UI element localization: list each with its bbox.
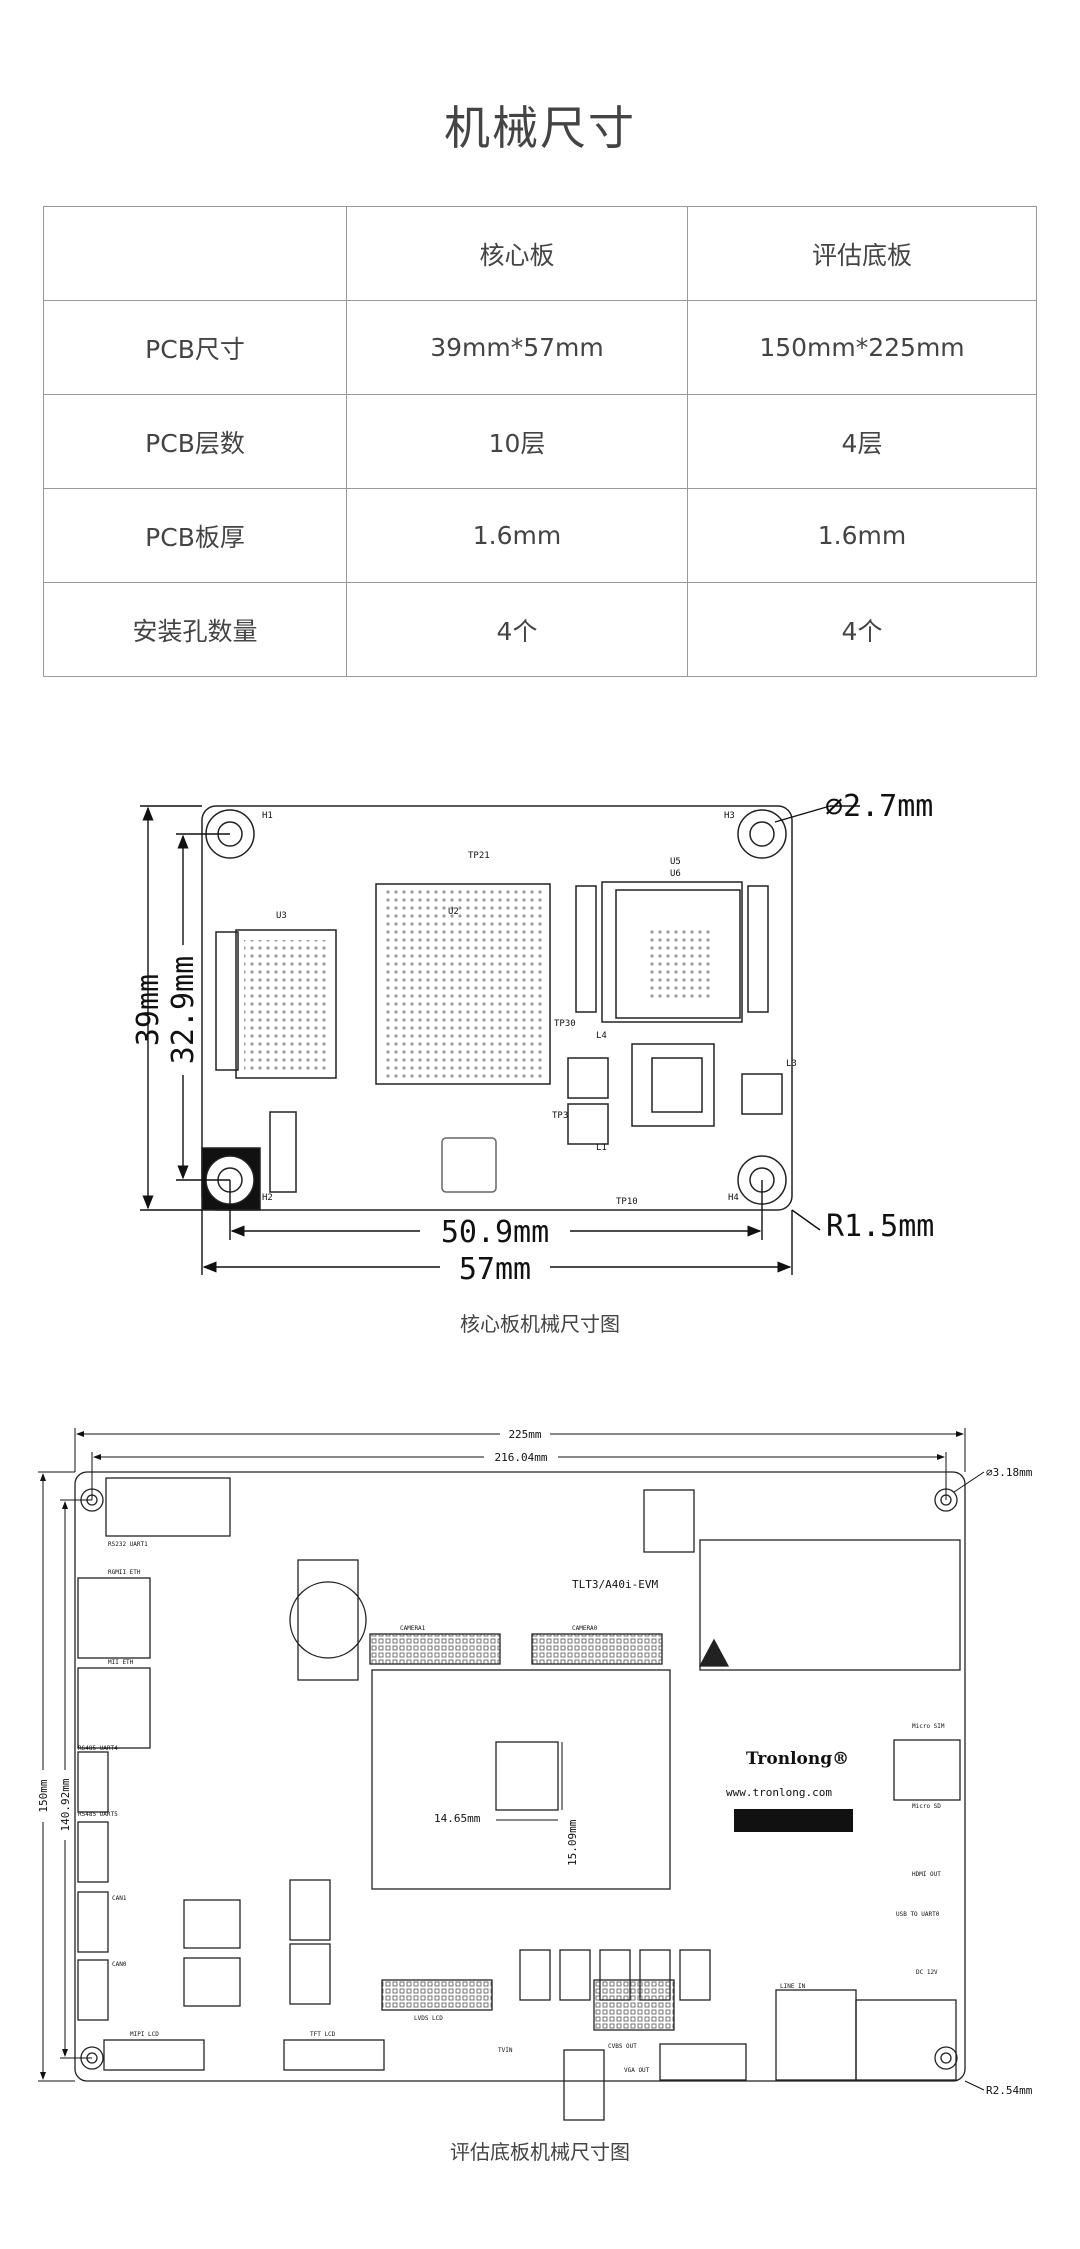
spec-table: 核心板 评估底板 PCB尺寸 39mm*57mm 150mm*225mm PCB… — [43, 206, 1037, 677]
conn-lvds: LVDS LCD — [414, 2015, 443, 2022]
bga-pattern — [244, 890, 710, 1078]
core-width-label: 57mm — [459, 1252, 531, 1287]
core-board-drawing: 39mm 32.9mm 50.9mm 57mm ⌀2.7mm R1.5mm H1… — [131, 789, 934, 1287]
ref-u2: U2 — [448, 907, 459, 917]
conn-rs485-4: RS485 UART4 — [78, 1745, 118, 1752]
conn-rs232: RS232 UART1 — [108, 1541, 148, 1548]
table-row: PCB层数 10层 4层 — [43, 394, 1037, 489]
conn-microsd: Micro SD — [912, 1803, 941, 1810]
carrier-value: 150mm*225mm — [687, 300, 1037, 395]
core-height-label: 39mm — [131, 974, 166, 1046]
ref-tp21: TP21 — [468, 851, 490, 861]
carrier-value: 4个 — [687, 582, 1037, 677]
carrier-value: 1.6mm — [687, 488, 1037, 583]
conn-usb-uart: USB TO UART0 — [896, 1911, 940, 1918]
core-hole-span-v-label: 32.9mm — [166, 956, 201, 1064]
row-label: 安装孔数量 — [43, 582, 347, 677]
ref-l3: L3 — [786, 1059, 797, 1069]
core-value: 10层 — [346, 394, 688, 489]
ref-tp10: TP10 — [616, 1197, 638, 1207]
carrier-corner-radius-label: R2.54mm — [986, 2084, 1033, 2097]
conn-camera0: CAMERA0 — [572, 1625, 598, 1632]
conn-mipi: MIPI LCD — [130, 2031, 159, 2038]
conn-can1: CAN1 — [112, 1895, 127, 1902]
core-drawing-caption: 核心板机械尺寸图 — [460, 1312, 620, 1336]
u5-emmc — [601, 881, 743, 1023]
chip-height-label: 15.09mm — [566, 1819, 579, 1866]
carrier-board-outline — [74, 1471, 966, 2082]
carrier-width-label: 225mm — [508, 1428, 541, 1441]
ref-u3: U3 — [276, 911, 287, 921]
ref-l1: L1 — [596, 1143, 607, 1153]
board-name: TLT3/A40i-EVM — [572, 1578, 658, 1591]
table-header-row: 核心板 评估底板 — [43, 206, 1037, 301]
core-corner-radius-label: R1.5mm — [826, 1209, 934, 1244]
carrier-drawing-caption: 评估底板机械尺寸图 — [450, 2140, 630, 2164]
header-cell-carrier: 评估底板 — [687, 206, 1037, 301]
soc-chip — [371, 1669, 671, 1890]
u2-soc — [375, 883, 551, 1085]
ref-h3: H3 — [724, 811, 735, 821]
row-label: PCB板厚 — [43, 488, 347, 583]
ref-h2: H2 — [262, 1193, 273, 1203]
conn-cvbs: CVBS OUT — [608, 2043, 637, 2050]
brand-logo: Tronlong® — [746, 1749, 849, 1769]
conn-can0: CAN0 — [112, 1961, 127, 1968]
conn-mii: MII ETH — [108, 1659, 134, 1666]
ref-tp30: TP30 — [554, 1019, 576, 1029]
battery-holder — [289, 1581, 367, 1659]
u3-chip — [235, 929, 337, 1079]
ref-u6: U6 — [670, 869, 681, 879]
ref-h4: H4 — [728, 1193, 739, 1203]
ref-tp3: TP3 — [552, 1111, 568, 1121]
core-value: 4个 — [346, 582, 688, 677]
black-label — [734, 1809, 853, 1832]
header-cell-core: 核心板 — [346, 206, 688, 301]
core-hole-diameter-label: ⌀2.7mm — [825, 789, 933, 824]
website: www.tronlong.com — [726, 1786, 832, 1799]
table-row: PCB板厚 1.6mm 1.6mm — [43, 488, 1037, 583]
carrier-hole-diameter-label: ⌀3.18mm — [986, 1466, 1033, 1479]
chip-width-label: 14.65mm — [434, 1812, 481, 1825]
core-board-outline — [201, 805, 793, 1211]
page-title: 机械尺寸 — [444, 101, 636, 155]
conn-vga: VGA OUT — [624, 2067, 650, 2074]
core-value: 1.6mm — [346, 488, 688, 583]
carrier-mounting-holes — [80, 1488, 958, 2070]
ref-l4: L4 — [596, 1031, 607, 1041]
conn-dc: DC 12V — [916, 1969, 938, 1976]
carrier-hole-span-v-label: 140.92mm — [59, 1778, 72, 1831]
core-hole-span-h-label: 50.9mm — [441, 1215, 549, 1250]
conn-microsim: Micro SIM — [912, 1723, 945, 1730]
conn-tft: TFT LCD — [310, 2031, 336, 2038]
table-row: 安装孔数量 4个 4个 — [43, 582, 1037, 677]
conn-rgmii: RGMII ETH — [108, 1569, 141, 1576]
conn-tvin: TVIN — [498, 2047, 513, 2054]
carrier-height-label: 150mm — [37, 1779, 50, 1812]
header-cell-empty — [43, 206, 347, 301]
carrier-hole-span-h-label: 216.04mm — [495, 1451, 548, 1464]
u1-chip — [631, 1043, 715, 1127]
ref-h1: H1 — [262, 811, 273, 821]
carrier-board-drawing: 225mm 216.04mm 150mm 140.92mm ⌀3.18mm R2… — [36, 1426, 1033, 2121]
conn-camera1: CAMERA1 — [400, 1625, 426, 1632]
conn-line-in: LINE IN — [780, 1983, 806, 1990]
conn-hdmi: HDMI OUT — [912, 1871, 941, 1878]
conn-rs485-5: RS485 UART5 — [78, 1811, 118, 1818]
ref-u5: U5 — [670, 857, 681, 867]
